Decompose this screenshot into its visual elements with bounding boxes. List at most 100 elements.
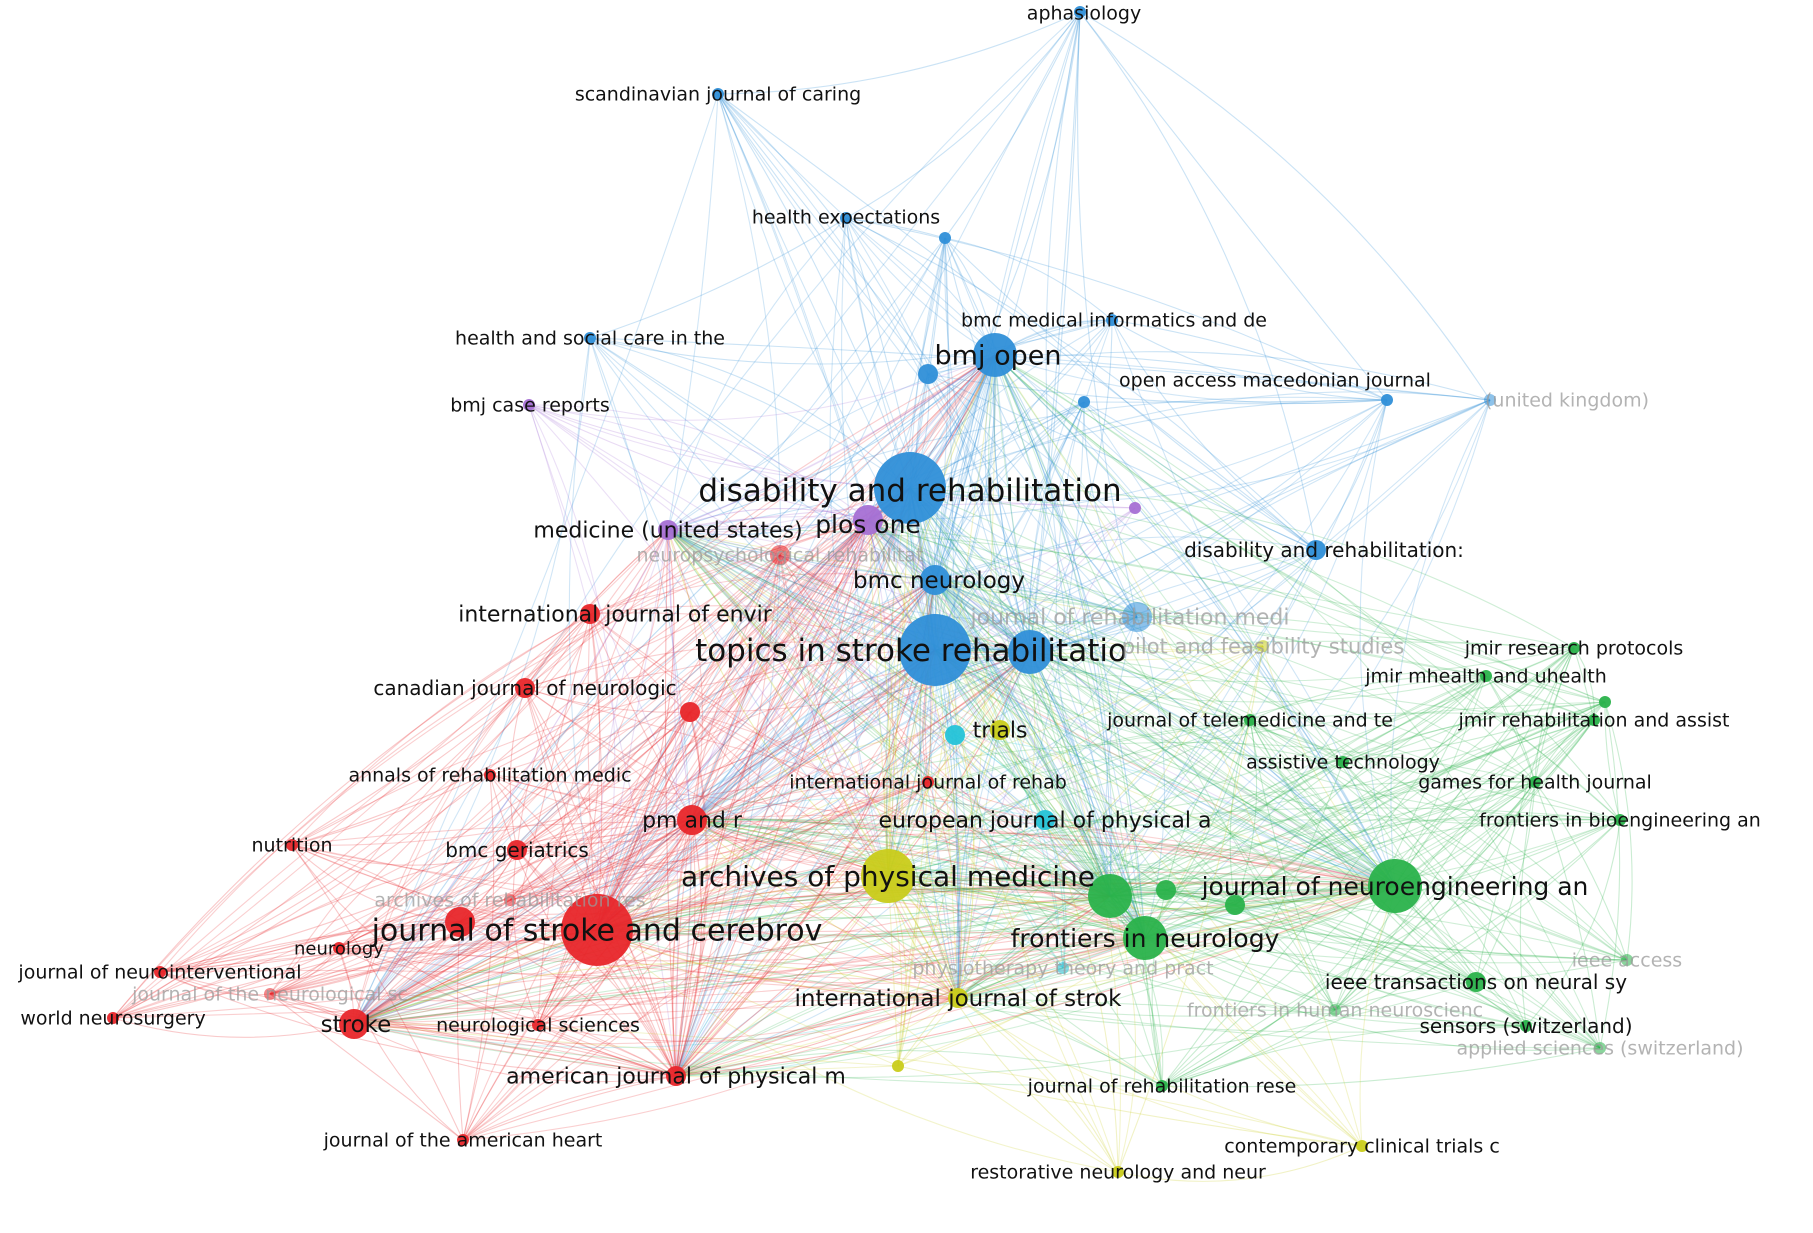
edge-assistech-greenfaint1: [1342, 701, 1606, 763]
node-restor[interactable]: [1112, 1166, 1124, 1178]
node-jni[interactable]: [154, 966, 166, 978]
node-scand[interactable]: [712, 88, 724, 100]
node-disrehab[interactable]: [874, 452, 946, 524]
label-ijrehab: international journal of rehab: [789, 772, 1067, 794]
node-trials[interactable]: [990, 720, 1010, 740]
node-jmirmh[interactable]: [1480, 670, 1492, 682]
node-games[interactable]: [1529, 776, 1541, 788]
edge-stroke-frontneuro: [353, 937, 1146, 1045]
node-greenfaint1[interactable]: [1599, 696, 1611, 708]
edge-bluebig2-jne: [1029, 651, 1396, 887]
edge-scand-medus: [667, 93, 719, 531]
node-bluesmall3[interactable]: [1078, 396, 1090, 408]
node-plosone[interactable]: [853, 505, 883, 535]
edge-bluebig2-greenmid1: [1029, 651, 1111, 897]
node-jtt[interactable]: [1244, 714, 1256, 726]
node-bmjcase[interactable]: [523, 399, 535, 411]
node-yellowsmall[interactable]: [892, 1060, 904, 1072]
node-greenmid3[interactable]: [1225, 895, 1245, 915]
node-apmr[interactable]: [861, 849, 915, 903]
node-aphasiology[interactable]: [1074, 6, 1086, 18]
node-healthexp[interactable]: [840, 212, 852, 224]
node-greenmid2[interactable]: [1156, 880, 1176, 900]
node-neurosci[interactable]: [532, 1019, 544, 1031]
node-frontneuro[interactable]: [1123, 916, 1167, 960]
label-sensors: sensors (switzerland): [1419, 1014, 1632, 1038]
node-ejpa[interactable]: [1035, 810, 1055, 830]
node-ijenvir[interactable]: [580, 604, 600, 624]
node-archrehab[interactable]: [504, 894, 516, 906]
edge-archrehab-bluebig2: [509, 651, 1031, 901]
edge-apmr-bluebig2: [887, 651, 1031, 877]
node-neurology[interactable]: [333, 942, 345, 954]
node-bmcmi[interactable]: [1106, 314, 1118, 326]
edge-games-pmr: [691, 741, 1536, 821]
node-cjns[interactable]: [515, 678, 535, 698]
edge-neuropsych-pmr: [691, 554, 781, 821]
edge-frontneurosci-plosone: [867, 519, 1336, 1011]
edge-greenmid3-ijstrok: [957, 904, 1236, 999]
node-ieeeaccess[interactable]: [1621, 954, 1633, 966]
node-frontbio[interactable]: [1614, 814, 1626, 826]
node-pmr[interactable]: [677, 805, 707, 835]
edge-redsmall1-ijstrok: [689, 711, 959, 999]
node-disrehabat[interactable]: [1306, 540, 1326, 560]
node-bmcger[interactable]: [507, 840, 527, 860]
node-redmid1[interactable]: [445, 907, 475, 937]
edge-neurology-ijstrok: [338, 947, 959, 999]
node-contemp[interactable]: [1356, 1140, 1368, 1152]
node-ajpm[interactable]: [666, 1066, 686, 1086]
edge-ajpm-pmr: [675, 819, 702, 1077]
node-medus[interactable]: [658, 520, 678, 540]
edge-ejpa-ajpm: [675, 819, 1046, 1077]
node-pilot[interactable]: [1257, 640, 1269, 652]
edge-disrehab-aphasiology: [909, 11, 1081, 489]
node-jscd[interactable]: [561, 894, 633, 966]
node-sensors[interactable]: [1520, 1020, 1532, 1032]
node-bmjopen[interactable]: [973, 333, 1017, 377]
node-ijstrok[interactable]: [948, 988, 968, 1008]
edge-jtt-assistech: [1249, 719, 1344, 763]
node-stroke[interactable]: [339, 1009, 369, 1039]
node-jrm[interactable]: [1122, 602, 1152, 632]
edge-contemp-tsr: [934, 649, 1363, 1147]
node-neuropsych[interactable]: [770, 545, 790, 565]
edge-jmirra-games: [1534, 719, 1595, 783]
node-tsr[interactable]: [899, 614, 971, 686]
node-bluebig2[interactable]: [1008, 630, 1052, 674]
node-worldneuro[interactable]: [107, 1012, 119, 1024]
edge-archrehab-stroke: [353, 899, 511, 1025]
node-jaha[interactable]: [457, 1134, 469, 1146]
node-annrehab[interactable]: [484, 769, 496, 781]
node-greenmid1[interactable]: [1088, 874, 1132, 918]
node-bluesmall2[interactable]: [918, 364, 938, 384]
node-assistech[interactable]: [1337, 756, 1349, 768]
edge-neuropsych-nutrition: [291, 554, 781, 846]
node-ukfaint[interactable]: [1484, 394, 1496, 406]
node-bmcneuro[interactable]: [920, 565, 950, 595]
node-jmirrp[interactable]: [1568, 642, 1580, 654]
node-jmirra[interactable]: [1588, 714, 1600, 726]
node-ijrehab[interactable]: [922, 776, 934, 788]
edge-trialscyan-ptp: [954, 734, 1064, 969]
node-ptp[interactable]: [1057, 962, 1069, 974]
edge-cjns-jne: [524, 687, 1396, 887]
node-bluesmall1[interactable]: [939, 232, 951, 244]
edge-medus-stroke: [353, 529, 669, 1025]
node-trialscyan[interactable]: [945, 725, 965, 745]
edge-ieeeaccess-disrehab: [909, 487, 1628, 961]
edge-frontneuro-pmr: [691, 819, 1146, 939]
edge-jmirmh-greenmid1: [1109, 675, 1487, 897]
node-nutrition[interactable]: [286, 839, 298, 851]
node-jne[interactable]: [1368, 859, 1422, 913]
node-jneurosci[interactable]: [264, 988, 276, 1000]
node-oamj[interactable]: [1381, 394, 1393, 406]
node-jrrd[interactable]: [1156, 1080, 1168, 1092]
edge-assistech-bluebig2: [1029, 651, 1344, 763]
node-ieeetn[interactable]: [1466, 972, 1486, 992]
node-purplesmall[interactable]: [1129, 502, 1141, 514]
node-applsci[interactable]: [1594, 1042, 1606, 1054]
node-frontneurosci[interactable]: [1329, 1004, 1341, 1016]
node-redsmall1[interactable]: [680, 702, 700, 722]
node-hsc[interactable]: [584, 332, 596, 344]
